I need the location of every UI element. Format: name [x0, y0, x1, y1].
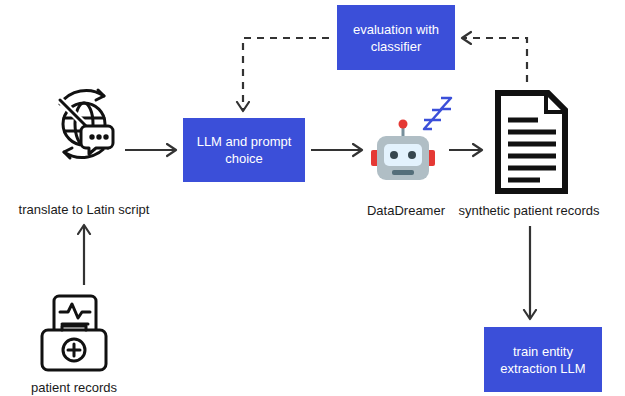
- box-label: LLM and prompt choice: [193, 133, 295, 167]
- flow-arrow: [311, 149, 362, 151]
- patient-records-icon: [42, 296, 106, 370]
- flow-arrow: [125, 149, 176, 151]
- icon-node: translate to Latin script: [50, 88, 118, 160]
- process-box: train entity extraction LLM: [484, 327, 602, 392]
- flow-arrow: [83, 225, 85, 285]
- document-icon: [498, 93, 565, 191]
- icon-node: patient records: [40, 292, 108, 372]
- icon-caption: DataDreamer: [367, 203, 445, 219]
- process-box: evaluation with classifier: [337, 5, 455, 70]
- feedback-arrow: [243, 38, 329, 111]
- flow-arrow: [529, 226, 531, 319]
- flow-arrow: [449, 149, 482, 151]
- icon-node: DataDreamer: [370, 105, 442, 188]
- box-label: train entity extraction LLM: [494, 343, 592, 377]
- icon-caption: patient records: [31, 380, 117, 396]
- icon-node: synthetic patient records: [488, 88, 570, 196]
- translate-icon: [60, 90, 113, 158]
- icon-caption: synthetic patient records: [459, 203, 600, 219]
- icon-caption: translate to Latin script: [19, 202, 150, 218]
- robot-icon: [371, 98, 451, 180]
- feedback-arrow: [462, 38, 527, 82]
- box-label: evaluation with classifier: [347, 21, 445, 55]
- process-box: LLM and prompt choice: [183, 118, 305, 182]
